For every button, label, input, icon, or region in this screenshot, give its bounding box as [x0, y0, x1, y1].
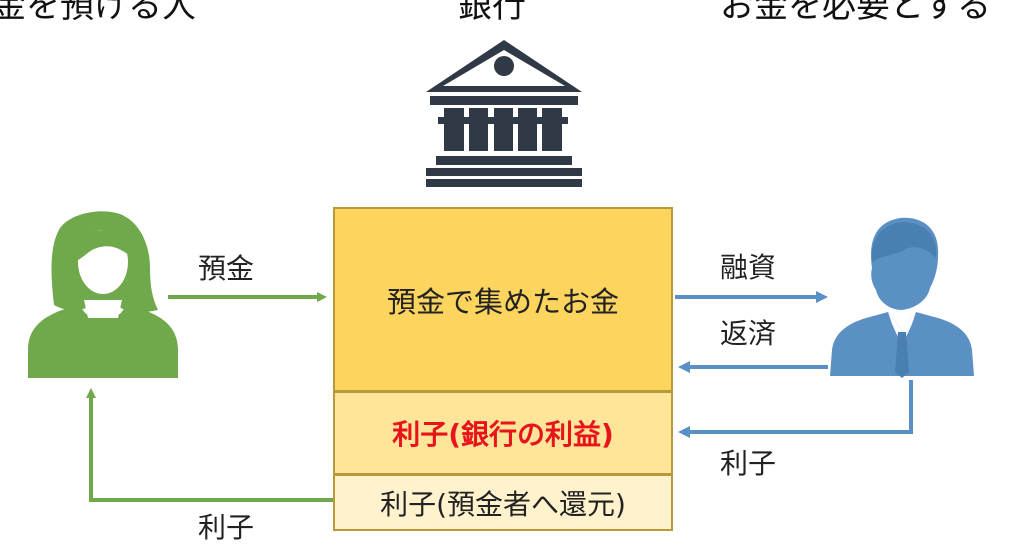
depositor-interest-label: 利子(預金者へ還元) [380, 487, 626, 521]
depositor-interest-box: 利子(預金者へ還元) [333, 474, 673, 531]
interest-in-label: 利子 [720, 447, 777, 480]
woman-person-icon [28, 211, 178, 378]
diagram-graphics [28, 40, 974, 502]
borrower-header: お金を必要とする [720, 0, 991, 26]
interest-return-label: 利子 [198, 511, 255, 544]
bank-header: 銀行 [458, 0, 526, 26]
deposit-funds-box: 預金で集めたお金 [333, 207, 673, 392]
bank-building-icon [426, 40, 582, 187]
repay-label: 返済 [720, 317, 777, 350]
bank-profit-label: 利子(銀行の利益) [392, 418, 614, 451]
businessman-person-icon [830, 217, 974, 378]
deposit-label: 預金 [198, 252, 255, 285]
deposit-funds-label: 預金で集めたお金 [386, 284, 619, 319]
loan-label: 融資 [720, 251, 777, 284]
depositor-header: 金を預ける人 [0, 0, 196, 26]
bank-profit-box: 利子(銀行の利益) [333, 391, 673, 475]
interest-return-arrow [86, 388, 333, 502]
interest-in-arrow [678, 380, 913, 438]
